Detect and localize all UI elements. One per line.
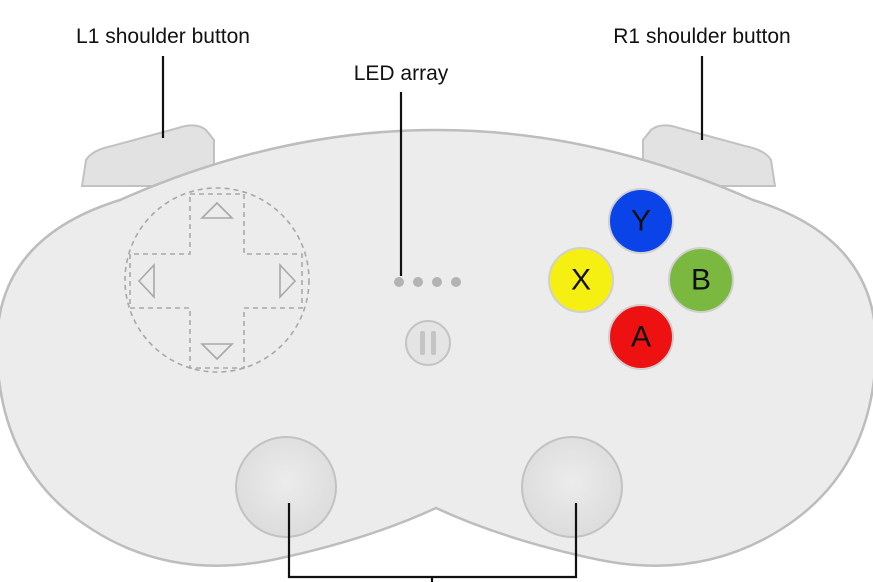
x-button-circle[interactable] bbox=[548, 247, 614, 313]
dpad-down-arrow-icon[interactable] bbox=[200, 343, 234, 361]
led-dot bbox=[451, 277, 461, 287]
b-button[interactable]: B bbox=[668, 247, 734, 313]
b-button-circle[interactable] bbox=[668, 247, 734, 313]
y-button-label: Y bbox=[631, 205, 651, 238]
pause-button[interactable] bbox=[405, 320, 451, 366]
x-button-label: X bbox=[571, 264, 591, 297]
a-button[interactable]: A bbox=[608, 304, 674, 370]
right-thumb-pad[interactable] bbox=[521, 436, 623, 538]
dpad-right-arrow-icon[interactable] bbox=[279, 262, 297, 300]
dpad-icon[interactable] bbox=[124, 187, 310, 373]
dpad-up-arrow-icon[interactable] bbox=[200, 201, 234, 219]
led-array bbox=[394, 277, 461, 287]
r1-callout-label: R1 shoulder button bbox=[613, 25, 790, 48]
led-dot bbox=[394, 277, 404, 287]
left-thumb-pad[interactable] bbox=[235, 436, 337, 538]
leader-lines bbox=[161, 56, 704, 582]
a-button-label: A bbox=[631, 321, 651, 354]
led-dot bbox=[413, 277, 423, 287]
x-button[interactable]: X bbox=[548, 247, 614, 313]
y-button[interactable]: Y bbox=[608, 188, 674, 254]
a-button-circle[interactable] bbox=[608, 304, 674, 370]
led-callout-label: LED array bbox=[354, 62, 449, 85]
dpad-left-arrow-icon[interactable] bbox=[137, 262, 155, 300]
l1-callout-label: L1 shoulder button bbox=[76, 25, 250, 48]
l1-shoulder-button[interactable] bbox=[80, 124, 215, 187]
pause-icon bbox=[420, 331, 436, 355]
y-button-circle[interactable] bbox=[608, 188, 674, 254]
led-dot bbox=[432, 277, 442, 287]
b-button-label: B bbox=[691, 264, 711, 297]
